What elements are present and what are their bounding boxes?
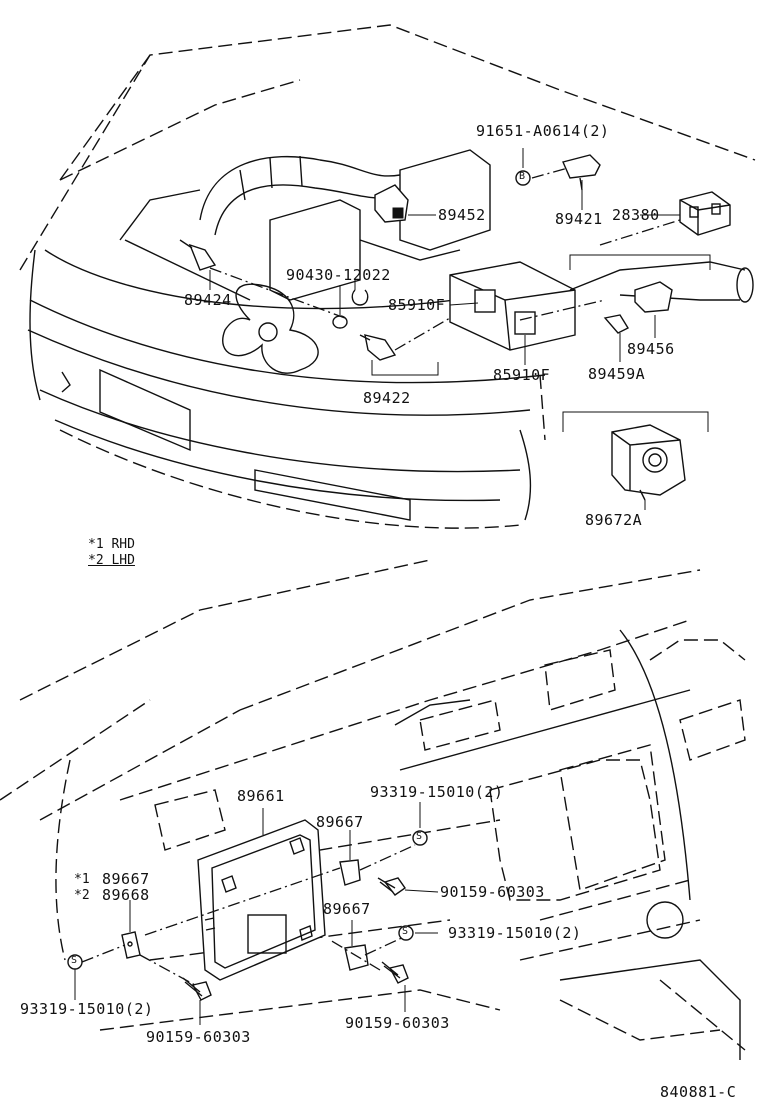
marker-b-letter: B (519, 171, 526, 182)
label-89456: 89456 (627, 340, 675, 358)
note-rhd: *1 RHD (88, 537, 135, 552)
callout-lines-upper (209, 148, 711, 510)
car-front-outline (19, 24, 756, 529)
label-89667-top: 89667 (316, 813, 364, 831)
dashboard-outline (0, 559, 746, 1060)
label-89421: 89421 (555, 210, 603, 228)
label-85910F-top: 85910F (388, 296, 446, 314)
label-91651-A0614: 91651-A0614(2) (476, 122, 610, 140)
label-90159-60303-left: 90159-60303 (146, 1028, 251, 1046)
label-89672A: 89672A (585, 511, 643, 529)
note-star2: *2 (74, 888, 90, 903)
marker-s-left-letter: S (71, 955, 78, 966)
callout-lines-lower (74, 802, 439, 1025)
note-star1: *1 (74, 872, 90, 887)
label-89424: 89424 (184, 291, 232, 309)
label-85910F-bottom: 85910F (493, 366, 551, 384)
label-90159-60303-mid: 90159-60303 (440, 883, 545, 901)
label-89668-lhd: 89668 (102, 886, 150, 904)
note-lhd: *2 LHD (88, 553, 135, 568)
ecu-assembly (121, 819, 409, 1001)
label-89459A: 89459A (588, 365, 646, 383)
marker-s-left (67, 954, 83, 970)
label-90159-60303-bottom: 90159-60303 (345, 1014, 450, 1032)
label-89667-rhd: 89667 (102, 870, 150, 888)
marker-b (515, 170, 531, 186)
label-28380: 28380 (612, 206, 660, 224)
marker-s-top-letter: S (416, 831, 423, 842)
diagram-code: 840881-C (660, 1083, 737, 1101)
label-89422: 89422 (363, 389, 411, 407)
marker-s-mid-letter: S (402, 926, 409, 937)
label-93319-15010-mid: 93319-15010(2) (448, 924, 582, 942)
label-93319-15010-left: 93319-15010(2) (20, 1000, 154, 1018)
label-89667-lower: 89667 (323, 900, 371, 918)
label-89661: 89661 (237, 787, 285, 805)
marker-s-mid (398, 925, 414, 941)
label-93319-15010-top: 93319-15010(2) (370, 783, 504, 801)
label-89452: 89452 (438, 206, 486, 224)
engine-components (119, 149, 754, 501)
label-90430-12022: 90430-12022 (286, 266, 391, 284)
marker-s-top (412, 830, 428, 846)
